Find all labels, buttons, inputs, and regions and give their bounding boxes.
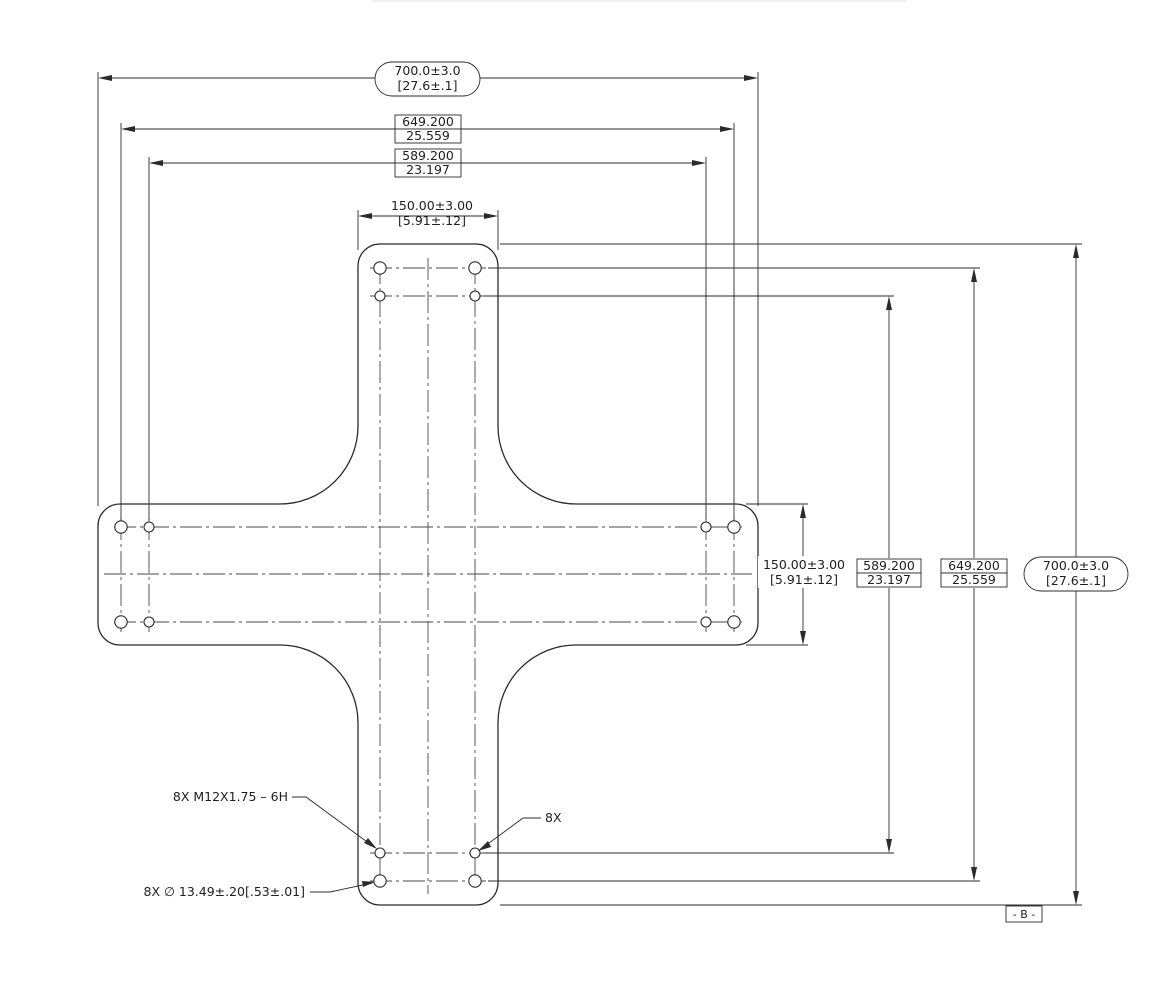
arm-right-mm: 150.00±3.00 <box>763 557 845 572</box>
top-edge-strip <box>372 0 906 2</box>
dimension-inner-pattern-width: 589.200 23.197 <box>148 148 707 520</box>
inner-width-mm: 589.200 <box>402 148 454 163</box>
outer-height-inch: 25.559 <box>952 572 996 587</box>
hole-bottom-inner-right <box>469 847 481 859</box>
callout-count: 8X <box>478 810 562 851</box>
dimension-arm-width-top: 150.00±3.00 [5.91±.12] <box>357 198 499 250</box>
callout-thread: 8X M12X1.75 – 6H <box>173 789 377 849</box>
hole-right-inner-upper <box>700 521 712 533</box>
arm-top-inch: [5.91±.12] <box>398 213 466 228</box>
overall-width-oval <box>374 61 481 97</box>
hole-left-inner-upper <box>143 521 155 533</box>
hole-bottom-inner-left <box>374 847 386 859</box>
dimension-overall-width: 700.0±3.0 [27.6±.1] <box>97 61 759 506</box>
arm-top-mm: 150.00±3.00 <box>391 198 473 213</box>
hole-right-outer-lower <box>727 615 741 629</box>
overall-height-mm: 700.0±3.0 <box>1043 558 1109 573</box>
holes <box>114 261 741 888</box>
hole-right-inner-lower <box>700 616 712 628</box>
hole-left-outer-upper <box>114 520 128 534</box>
hole-top-outer-right <box>468 261 482 275</box>
dimension-overall-height: 700.0±3.0 [27.6±.1] <box>500 243 1129 906</box>
inner-height-inch: 23.197 <box>867 572 911 587</box>
center-lines <box>104 258 752 894</box>
overall-height-inch: [27.6±.1] <box>1046 573 1106 588</box>
thread-callout-text: 8X M12X1.75 – 6H <box>173 789 288 804</box>
hole-bottom-outer-right <box>468 874 482 888</box>
hole-top-inner-left <box>374 290 386 302</box>
cross-plate-outline <box>97 243 759 906</box>
arm-right-inch: [5.91±.12] <box>770 572 838 587</box>
outer-width-mm: 649.200 <box>402 114 454 129</box>
hole-bottom-outer-left <box>373 874 387 888</box>
datum-label: - B - <box>1013 908 1036 921</box>
hole-right-outer-upper <box>727 520 741 534</box>
hole-top-outer-left <box>373 261 387 275</box>
clearance-callout-text: 8X ∅ 13.49±.20[.53±.01] <box>144 884 305 899</box>
dimension-outer-pattern-width: 649.200 25.559 <box>120 114 735 520</box>
hole-left-outer-lower <box>114 615 128 629</box>
dimension-inner-pattern-height: 589.200 23.197 <box>484 295 922 854</box>
outer-width-inch: 25.559 <box>406 128 450 143</box>
callout-clearance: 8X ∅ 13.49±.20[.53±.01] <box>144 881 375 899</box>
hole-left-inner-lower <box>143 616 155 628</box>
outer-height-mm: 649.200 <box>948 558 1000 573</box>
inner-height-mm: 589.200 <box>863 558 915 573</box>
overall-width-inch: [27.6±.1] <box>398 78 458 93</box>
overall-width-mm: 700.0±3.0 <box>394 63 460 78</box>
overall-height-oval <box>1023 556 1129 592</box>
inner-width-inch: 23.197 <box>406 162 450 177</box>
dimension-arm-width-right: 150.00±3.00 [5.91±.12] <box>746 503 852 646</box>
dimension-outer-pattern-height: 649.200 25.559 <box>488 267 1008 882</box>
datum-b: - B - <box>1005 905 1043 923</box>
hole-top-inner-right <box>469 290 481 302</box>
count-callout-text: 8X <box>545 810 562 825</box>
